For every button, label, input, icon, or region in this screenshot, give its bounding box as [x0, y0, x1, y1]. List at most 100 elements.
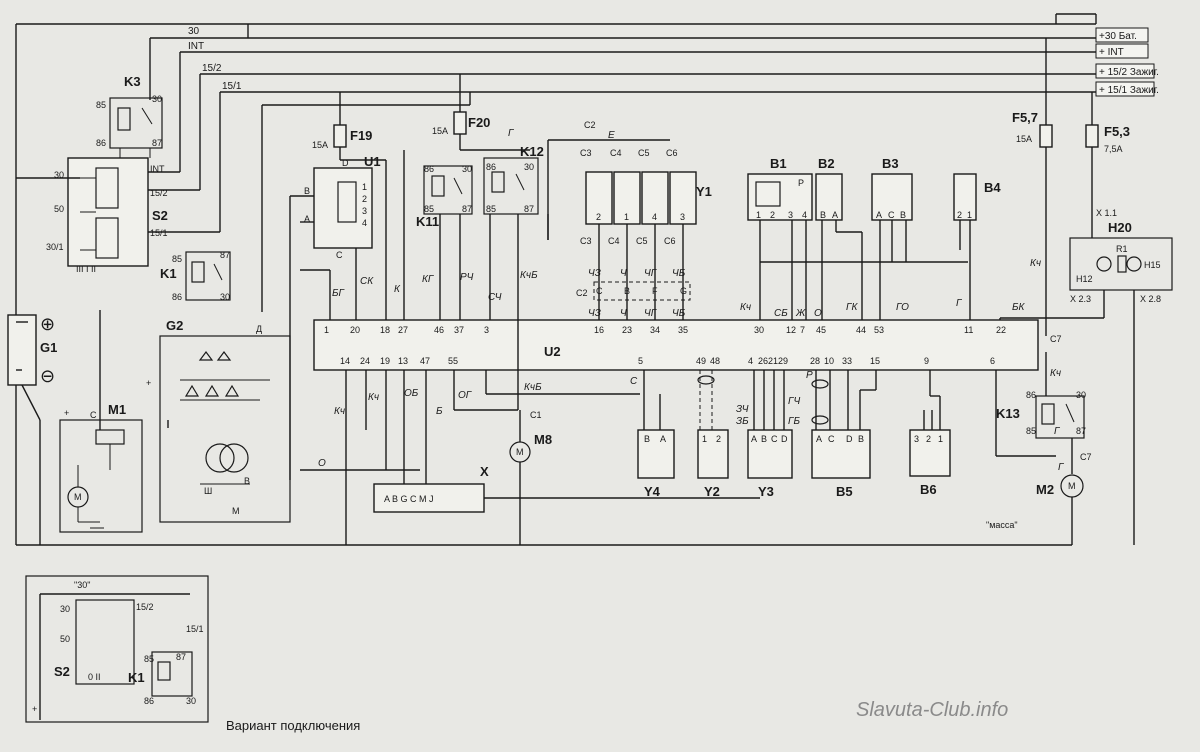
s2-pin-15-1: 15/1 — [150, 228, 168, 238]
k11-pin-85: 85 — [424, 204, 434, 214]
component-m8: M8 — [534, 432, 552, 447]
component-g1: G1 — [40, 340, 57, 355]
s2-pin-int: INT — [150, 164, 165, 174]
terminal-152 — [1095, 63, 1155, 79]
component-y1: Y1 — [696, 184, 712, 199]
k1-pin-30: 30 — [220, 292, 230, 302]
wire-code-g4: Г — [508, 128, 515, 139]
y1-pin-3: 3 — [680, 212, 685, 222]
component-k11: K11 — [416, 214, 439, 229]
rail-151-label: 15/1 — [222, 81, 242, 92]
y3-pin-d: D — [781, 434, 788, 444]
k13-pin-85: 85 — [1026, 426, 1036, 436]
variant-top-label: "30" — [74, 580, 90, 590]
b2-pin-b: B — [820, 210, 826, 220]
y1-link-b: B — [624, 286, 630, 296]
ecu-bottom-pin: 14 — [340, 356, 350, 366]
component-b3: B3 — [882, 156, 899, 171]
component-y2: Y2 — [704, 484, 720, 499]
terminal-int — [1095, 43, 1149, 59]
y1-conn-c3b: C3 — [580, 236, 592, 246]
b1-pin-3: 3 — [788, 210, 793, 220]
s2-pin-50: 50 — [54, 204, 64, 214]
variant-component-s2: S2 — [54, 664, 70, 679]
k13-pin-30: 30 — [1076, 390, 1086, 400]
y4-pin-b: B — [644, 434, 650, 444]
k12-pin-85: 85 — [486, 204, 496, 214]
k12-pin-86: 86 — [486, 162, 496, 172]
g2-pin-sh: Ш — [204, 486, 212, 496]
ecu-top-pin: 11 — [964, 325, 973, 335]
ecu-top-pin: 46 — [434, 325, 444, 335]
starter-m1: M1 C M + — [59, 310, 143, 533]
ecu-top-pin: 53 — [874, 325, 884, 335]
variant-pin-152: 15/2 — [136, 602, 154, 612]
starter-terminal-c: C — [90, 410, 97, 420]
wire-code-bk: БК — [1012, 302, 1026, 313]
ecu-top-pin: 18 — [380, 325, 390, 335]
y1-conn-c4b: C4 — [608, 236, 620, 246]
y1-conn-c4: C4 — [610, 148, 622, 158]
wire-code-ch2: Ч — [620, 308, 627, 319]
fuse-f20: F20 15A — [432, 111, 530, 151]
wire-code-s: С — [630, 376, 638, 387]
motor-m-icon: M — [74, 492, 82, 502]
k13-pin-86: 86 — [1026, 390, 1036, 400]
connector-x11-label: X 1.1 — [1096, 208, 1117, 218]
connector-c2b-label: C2 — [576, 288, 588, 298]
relay-k11: K11 86 85 30 87 — [416, 164, 473, 229]
variant-k1-pin-85: 85 — [144, 654, 154, 664]
component-k13: K13 — [996, 406, 1020, 421]
y1-conn-c6b: C6 — [664, 236, 676, 246]
component-b4: B4 — [984, 180, 1001, 195]
ecu-top-pin: 23 — [622, 325, 632, 335]
b5-pin-a: A — [816, 434, 822, 444]
m8-m-icon: M — [516, 447, 524, 457]
u1-contact-1: 1 — [362, 182, 367, 192]
connector-x28-label: X 2.8 — [1140, 294, 1161, 304]
wire-code-ch: Ч — [620, 268, 627, 279]
connector-x: X A B G C M J — [373, 464, 760, 513]
component-y4: Y4 — [644, 484, 661, 499]
h20-h12-label: H12 — [1076, 274, 1093, 284]
battery-g1: G1 ⊕ ⊖ — [7, 314, 57, 545]
rail-int-label: INT — [188, 41, 204, 52]
b1-pin-4: 4 — [802, 210, 807, 220]
k3-pin-30: 30 — [152, 94, 162, 104]
wire-code-chb2: ЧБ — [672, 308, 686, 319]
k13-pin-87: 87 — [1076, 426, 1086, 436]
module-u1: U1 B A D C 1 2 3 4 — [289, 154, 381, 480]
k3-pin-86: 86 — [96, 138, 106, 148]
wire-code-g3: Г — [1058, 462, 1065, 473]
wire-code-ob: ОБ — [404, 388, 419, 399]
component-u2: U2 — [544, 344, 561, 359]
ecu-top-pin: 45 — [816, 325, 826, 335]
ecu-top-pin: 12 — [786, 325, 796, 335]
ecu-bottom-pin: 29 — [778, 356, 788, 366]
connector-c2-label: C2 — [584, 120, 596, 130]
wire-code-go: ГО — [896, 302, 909, 313]
component-b2: B2 — [818, 156, 835, 171]
connector-c7-label: C7 — [1050, 334, 1062, 344]
y1-pin-2: 2 — [596, 212, 601, 222]
wire-code-sb: СБ — [774, 308, 788, 319]
y3-pin-a: A — [751, 434, 757, 444]
ecu-top-pin: 3 — [484, 325, 489, 335]
wire-code-b: Б — [436, 406, 443, 417]
terminal-152-label: + 15/2 Зажиг. — [1099, 67, 1159, 78]
b3-pin-a: A — [876, 210, 882, 220]
wire-code-gch: ГЧ — [788, 396, 800, 407]
wire-code-r: Р — [806, 370, 813, 381]
relay-k12: K12 86 85 30 87 Г — [483, 128, 600, 240]
wire-code-kchb: КчБ — [520, 270, 538, 281]
fuse-f19-rating: 15A — [312, 140, 328, 150]
wire-code-k: К — [394, 284, 401, 295]
ecu-top-pin: 37 — [454, 325, 464, 335]
ecu-top-pin: 16 — [594, 325, 604, 335]
component-m2: M2 — [1036, 482, 1054, 497]
m1-plus: + — [64, 408, 69, 418]
b5-pin-b: B — [858, 434, 864, 444]
terminal-int-label: + INT — [1099, 47, 1124, 58]
b2-pin-a: A — [832, 210, 838, 220]
